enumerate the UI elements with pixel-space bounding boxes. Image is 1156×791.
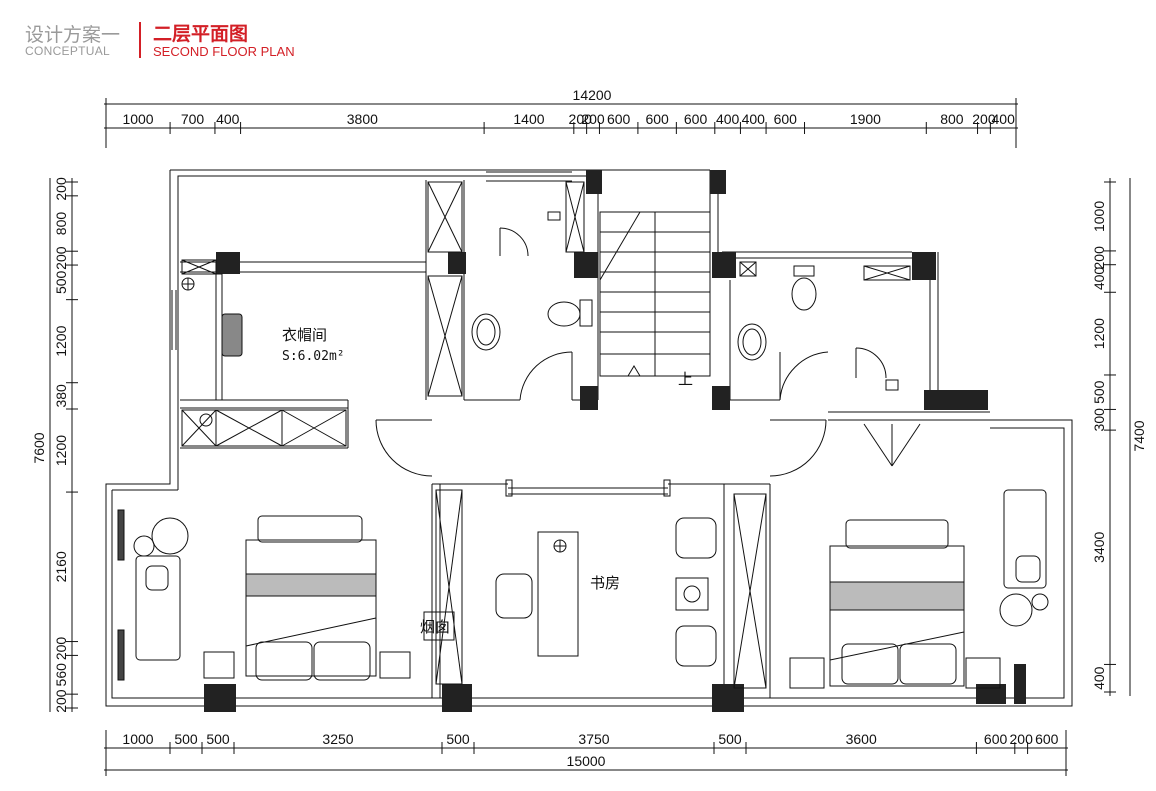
left-dimension-segment-label: 1200 bbox=[53, 435, 69, 466]
bottom-dimension-lines bbox=[104, 730, 1068, 776]
top-dimension-segment-label: 1400 bbox=[513, 111, 544, 127]
left-dimension-segment-label: 500 bbox=[53, 270, 69, 294]
left-dimension-lines bbox=[49, 178, 78, 712]
top-dimension-segment-label: 600 bbox=[645, 111, 669, 127]
bottom-dimension-segment-label: 3600 bbox=[846, 731, 877, 747]
right-dimension-segment-label: 500 bbox=[1091, 380, 1107, 404]
top-dimension-segment-label: 600 bbox=[684, 111, 708, 127]
top-dimension-segment-label: 700 bbox=[181, 111, 205, 127]
study-label: 书房 bbox=[590, 574, 620, 592]
bottom-dimension-segment-label: 500 bbox=[446, 731, 470, 747]
top-dimension-segment-label: 3800 bbox=[347, 111, 378, 127]
left-dimension-segment-label: 800 bbox=[53, 212, 69, 236]
left-dimension-total: 7600 bbox=[31, 432, 47, 463]
bottom-dimension-segment-label: 600 bbox=[984, 731, 1008, 747]
bottom-dimension-segment-label: 3250 bbox=[322, 731, 353, 747]
bottom-dimension-segment-label: 3750 bbox=[578, 731, 609, 747]
bottom-dimension-segment-label: 600 bbox=[1035, 731, 1059, 747]
top-dimension-segment-label: 600 bbox=[607, 111, 631, 127]
right-dimension-segment-label: 200 bbox=[1091, 246, 1107, 270]
top-dimension-segment-label: 400 bbox=[716, 111, 740, 127]
left-bedroom-furniture bbox=[117, 509, 411, 681]
left-dimension-segment-label: 1200 bbox=[53, 325, 69, 356]
bathroom-fixtures bbox=[471, 211, 899, 391]
right-dimension-segment-label: 3400 bbox=[1091, 531, 1107, 562]
right-dimension-lines bbox=[1104, 178, 1131, 696]
top-dimension-segment-label: 1900 bbox=[850, 111, 881, 127]
left-dimension-segment-label: 200 bbox=[53, 637, 69, 661]
top-dimension-segment-label: 600 bbox=[774, 111, 798, 127]
top-dimension-segment-label: 400 bbox=[742, 111, 766, 127]
plan-title-en: SECOND FLOOR PLAN bbox=[153, 44, 295, 59]
left-dimension-segment-label: 380 bbox=[53, 384, 69, 408]
top-dimension-segment-label: 200 bbox=[569, 111, 593, 127]
right-dimension-total: 7400 bbox=[1131, 420, 1147, 451]
bottom-dimension-segment-label: 500 bbox=[718, 731, 742, 747]
top-dimension-lines bbox=[104, 98, 1018, 148]
bottom-dimension-segment-label: 200 bbox=[1010, 731, 1034, 747]
cloakroom-fixtures bbox=[181, 277, 243, 427]
header: 设计方案一 CONCEPTUAL 二层平面图 SECOND FLOOR PLAN bbox=[0, 0, 400, 70]
right-dimension-segment-label: 300 bbox=[1091, 408, 1107, 432]
left-dimension-segment-label: 2160 bbox=[53, 551, 69, 582]
bottom-dimension-total: 15000 bbox=[567, 753, 606, 769]
stairs-up-label: 上 bbox=[678, 370, 693, 388]
header-divider bbox=[139, 22, 141, 58]
top-dimension-segment-label: 200 bbox=[972, 111, 996, 127]
right-dimension-segment-label: 400 bbox=[1091, 666, 1107, 690]
top-dimension-segment-label: 1000 bbox=[122, 111, 153, 127]
plan-title: 二层平面图 bbox=[153, 23, 249, 45]
bottom-dimension-segment-label: 500 bbox=[206, 731, 230, 747]
right-bedroom-furniture bbox=[789, 489, 1049, 689]
staircase bbox=[599, 211, 711, 377]
scheme-title-en: CONCEPTUAL bbox=[25, 44, 111, 58]
left-dimension-segment-label: 560 bbox=[53, 663, 69, 687]
top-dimension-segment-label: 800 bbox=[940, 111, 964, 127]
top-dimension-segment-label: 400 bbox=[216, 111, 240, 127]
bottom-dimension-segment-label: 1000 bbox=[122, 731, 153, 747]
scheme-title: 设计方案一 bbox=[25, 24, 121, 46]
left-dimension-segment-label: 200 bbox=[53, 246, 69, 270]
top-dimension-total: 14200 bbox=[573, 87, 612, 103]
cloakroom-label: 衣帽间 bbox=[282, 326, 327, 344]
right-dimension-segment-label: 400 bbox=[1091, 267, 1107, 291]
top-dimension-segment-label: 200 bbox=[581, 111, 605, 127]
left-dimension-segment-label: 200 bbox=[53, 689, 69, 713]
chimney-label: 烟囱 bbox=[420, 618, 450, 636]
cloakroom-area-label: S:6.02m² bbox=[282, 349, 345, 364]
bottom-dimension-segment-label: 500 bbox=[174, 731, 198, 747]
left-dimension-segment-label: 200 bbox=[53, 177, 69, 201]
right-dimension-segment-label: 1000 bbox=[1091, 201, 1107, 232]
exterior-walls bbox=[105, 169, 1073, 707]
right-dimension-segment-label: 1200 bbox=[1091, 318, 1107, 349]
top-dimension-segment-label: 400 bbox=[992, 111, 1016, 127]
door-swings bbox=[375, 227, 921, 477]
structural-columns bbox=[204, 170, 1026, 712]
study-furniture bbox=[423, 517, 717, 667]
